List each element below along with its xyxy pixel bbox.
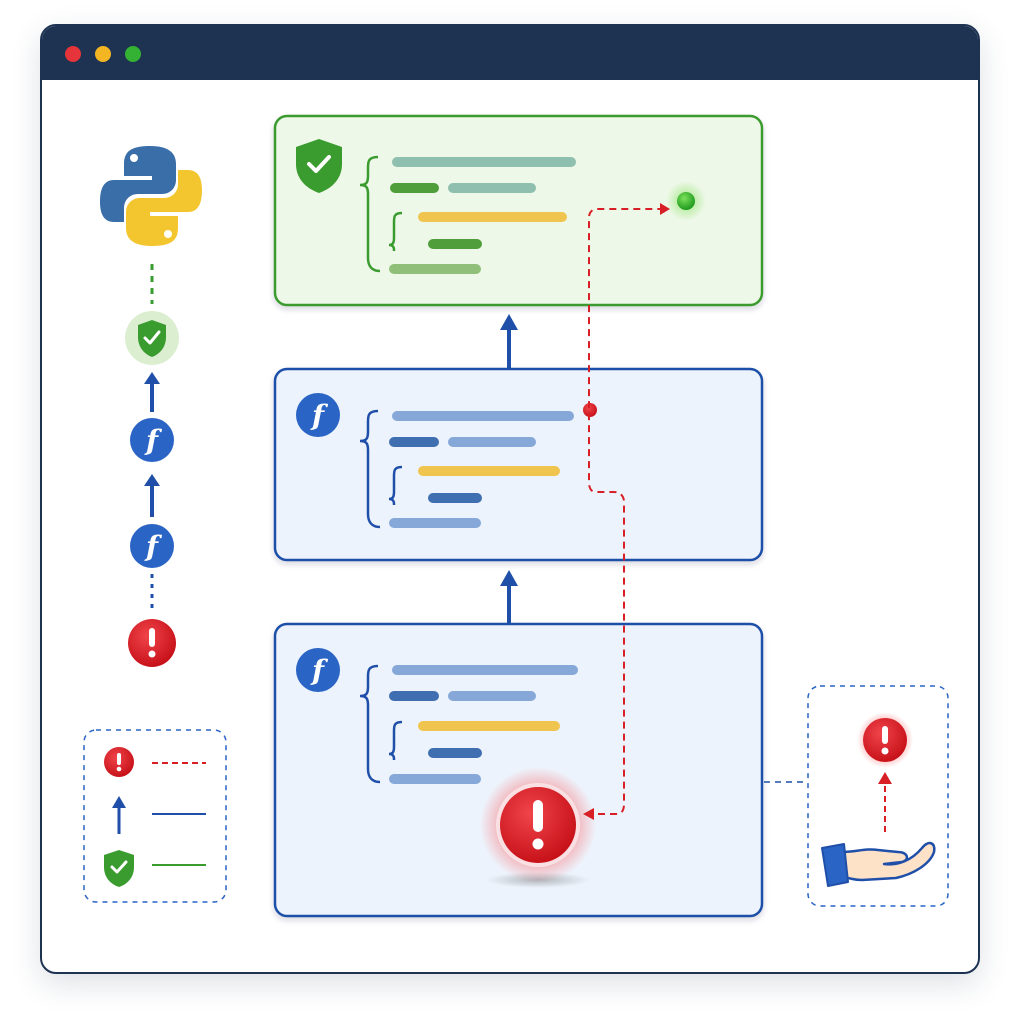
handler-frame[interactable]: [273, 114, 764, 307]
code-line: [448, 437, 536, 447]
code-line: [390, 183, 439, 193]
legend-item-handled: [104, 850, 206, 887]
arrow-up-icon: [500, 570, 518, 623]
shield-check-icon: [104, 850, 134, 887]
intermediate-frame[interactable]: f: [273, 367, 764, 562]
code-line: [392, 157, 576, 167]
minimize-button[interactable]: [95, 46, 111, 62]
code-line: [389, 774, 481, 784]
legend-item-propagation: [112, 796, 206, 834]
code-line: [428, 239, 482, 249]
function-icon: f: [296, 393, 340, 437]
exclamation-icon: [857, 712, 913, 768]
arrow-up-icon: [144, 474, 160, 517]
code-line: [448, 691, 536, 701]
code-line: [448, 183, 536, 193]
code-line: [418, 721, 560, 731]
function-icon: f: [296, 648, 340, 692]
shield-check-icon: [296, 139, 342, 193]
code-line: [392, 665, 578, 675]
propagation-marker: [583, 403, 597, 417]
function-icon: f: [130, 418, 174, 462]
exception-propagation-path: [586, 208, 666, 815]
code-line: [428, 493, 482, 503]
code-line: [389, 691, 439, 701]
close-button[interactable]: [65, 46, 81, 62]
code-line: [418, 212, 567, 222]
arrow-up-icon: [112, 796, 126, 834]
exclamation-icon: [128, 619, 176, 667]
origin-frame[interactable]: f: [273, 622, 764, 918]
open-hand-icon: [821, 841, 936, 887]
legend: [83, 729, 227, 903]
shield-check-icon: [125, 311, 179, 365]
propagation-arrowhead: [660, 203, 670, 215]
python-logo-icon: [100, 146, 202, 246]
propagation-arrowhead: [583, 808, 594, 820]
arrow-up-icon: [500, 314, 518, 368]
code-line: [392, 411, 574, 421]
handled-marker: [666, 181, 706, 221]
maximize-button[interactable]: [125, 46, 141, 62]
code-line: [389, 437, 439, 447]
code-line: [418, 466, 560, 476]
catch-panel[interactable]: [807, 685, 949, 907]
title-bar: [42, 26, 978, 80]
arrow-up-icon: [144, 372, 160, 412]
exception-origin-marker: [480, 767, 596, 888]
code-line: [389, 264, 481, 274]
code-line: [389, 518, 481, 528]
code-line: [428, 748, 482, 758]
legend-item-raised: [104, 747, 206, 777]
exclamation-icon: [104, 747, 134, 777]
function-icon: f: [130, 524, 174, 568]
